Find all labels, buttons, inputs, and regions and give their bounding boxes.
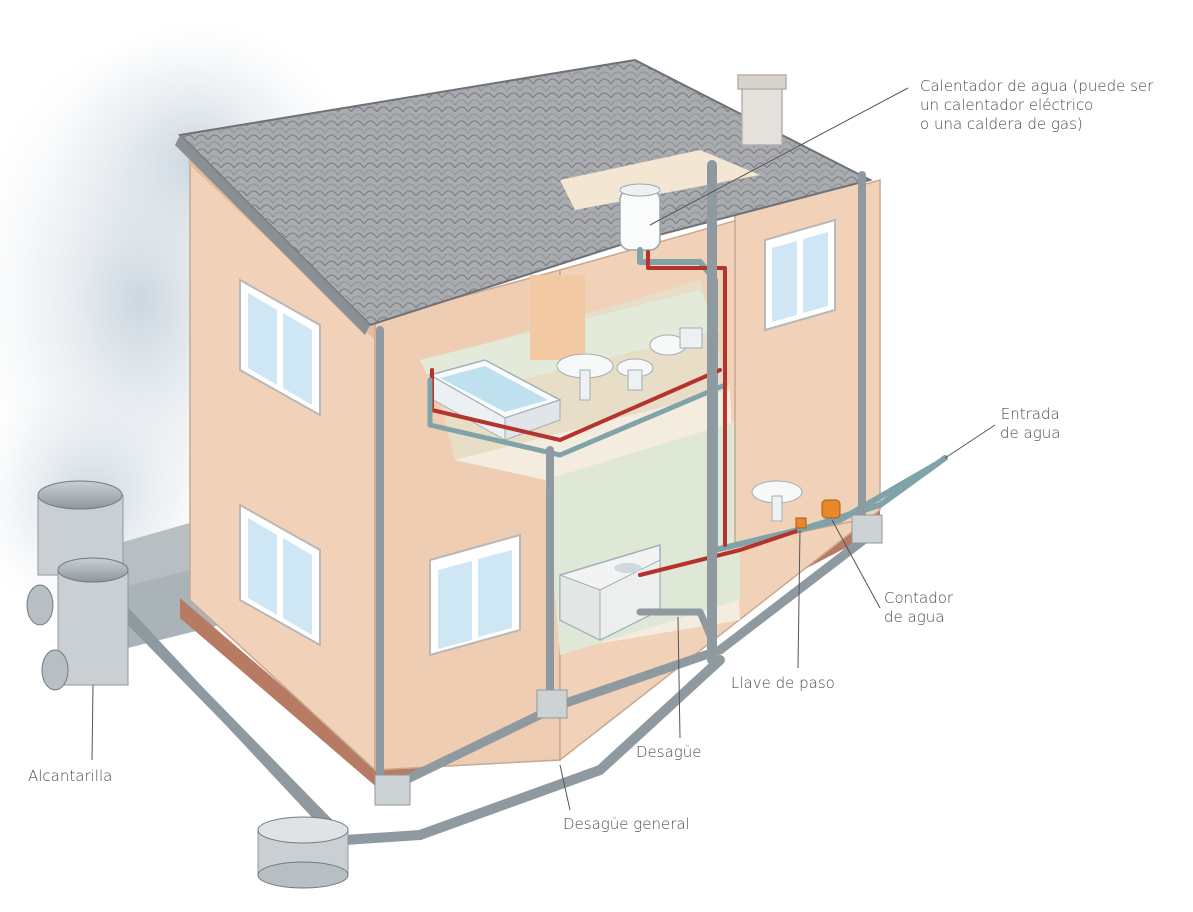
- drain-pipes: [110, 160, 875, 845]
- label-sewer: Alcantarilla: [28, 767, 113, 785]
- label-water-heater-line-2: un calentador eléctrico: [920, 96, 1094, 114]
- label-water-heater-line-3: o una caldera de gas): [920, 115, 1083, 133]
- label-water-meter: Contador de agua: [884, 589, 953, 627]
- leader-lines: [91, 87, 996, 811]
- window-left-lower: [239, 503, 321, 647]
- window-left-upper: [239, 278, 321, 417]
- bidet: [616, 358, 654, 391]
- window-front-lower: [429, 533, 521, 657]
- label-water-inlet-line-1: Entrada: [1000, 405, 1060, 423]
- label-main-drain: Desagüe general: [563, 815, 690, 833]
- label-water-meter-line-1: Contador: [884, 589, 954, 607]
- chimney: [737, 74, 787, 146]
- label-water-heater-line-1: Calentador de agua (puede ser: [920, 77, 1154, 95]
- fixtures: [428, 183, 803, 641]
- water-heater-tank: [619, 183, 661, 251]
- label-water-inlet: Entrada de agua: [1000, 405, 1060, 443]
- label-water-meter-line-2: de agua: [884, 608, 945, 626]
- inspection-boxes: [374, 514, 883, 806]
- label-stop-valve: Llave de paso: [731, 674, 835, 692]
- windows: [239, 218, 836, 657]
- window-right-upper: [764, 218, 836, 332]
- sink-lower: [751, 480, 803, 522]
- kitchen-counter: [559, 543, 661, 641]
- sink-upper: [556, 353, 614, 401]
- sewer-structures: [26, 480, 349, 889]
- label-water-heater: Calentador de agua (puede ser un calenta…: [920, 77, 1153, 134]
- water-meter: [821, 499, 841, 519]
- toilet: [649, 327, 703, 356]
- label-water-inlet-line-2: de agua: [1000, 424, 1061, 442]
- stop-valve: [795, 517, 807, 529]
- label-drain: Desagüe: [636, 743, 702, 761]
